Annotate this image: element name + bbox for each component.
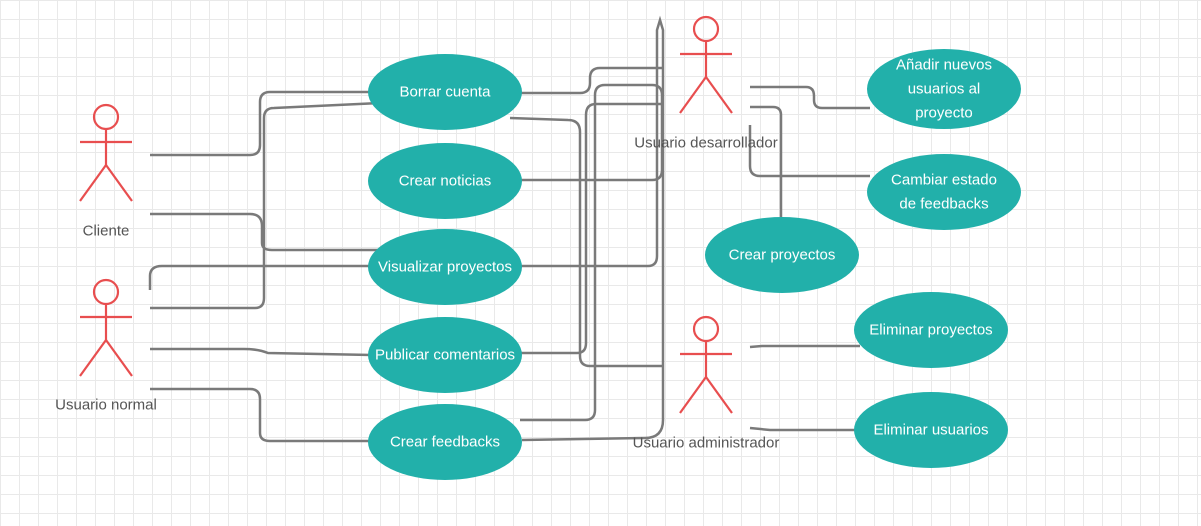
connector-line: [150, 90, 375, 157]
use-case-ellipse: [368, 54, 522, 130]
use-case-label: Crear proyectos: [729, 247, 836, 264]
connector-line: [520, 83, 664, 422]
use-case-ellipse: [705, 217, 859, 293]
connector-line: [520, 66, 664, 95]
connector-line: [150, 101, 381, 310]
stick-figure-icon: [79, 278, 133, 377]
use-case-label: Visualizar proyectos: [378, 259, 512, 276]
connector-line: [509, 116, 664, 368]
actor-label: Usuario administrador: [633, 435, 780, 452]
stick-figure-icon: [679, 15, 733, 114]
actor-label: Usuario desarrollador: [634, 135, 777, 152]
use-case-visualizar-proyectos[interactable]: Visualizar proyectos: [368, 229, 522, 305]
use-case-label: Añadir nuevos: [896, 57, 992, 74]
use-case-label: Publicar comentarios: [375, 347, 515, 364]
use-case-label: Cambiar estado: [891, 172, 997, 189]
actor-label: Cliente: [83, 223, 130, 240]
use-case-crear-feedbacks[interactable]: Crear feedbacks: [368, 404, 522, 480]
connector-line: [150, 347, 373, 357]
use-case-ellipse: [368, 404, 522, 480]
connector-line: [148, 264, 370, 290]
connector-line: [150, 387, 370, 443]
stick-figure-icon: [79, 103, 133, 202]
use-case-label: Eliminar proyectos: [869, 322, 992, 339]
connector-line: [750, 105, 783, 217]
connector-line: [750, 85, 870, 110]
actor-usuario-administrador[interactable]: Usuario administrador: [633, 315, 780, 452]
use-case-eliminar-usuarios[interactable]: Eliminar usuarios: [854, 392, 1008, 468]
use-case-ellipse: [854, 392, 1008, 468]
use-case-ellipse: [368, 229, 522, 305]
use-case-cambiar-estado[interactable]: Cambiar estado de feedbacks: [867, 154, 1021, 230]
connector-line: [749, 344, 860, 349]
actor-usuario-normal[interactable]: Usuario normal: [55, 278, 157, 414]
use-case-eliminar-proyectos[interactable]: Eliminar proyectos: [854, 292, 1008, 368]
use-case-ellipse: [867, 154, 1021, 230]
use-case-ellipse: [854, 292, 1008, 368]
use-case-label: proyecto: [915, 105, 973, 122]
use-case-label: Eliminar usuarios: [873, 422, 988, 439]
actor-usuario-desarrollador[interactable]: Usuario desarrollador: [634, 15, 778, 152]
connector-line: [749, 426, 857, 432]
connectors: [148, 15, 870, 443]
use-case-ellipse: [368, 143, 522, 219]
use-case-label: usuarios al: [908, 81, 981, 98]
use-case-anadir-usuarios[interactable]: Añadir nuevos usuarios al proyecto: [867, 49, 1021, 129]
use-case-crear-proyectos[interactable]: Crear proyectos: [705, 217, 859, 293]
stick-figure-icon: [679, 315, 733, 414]
use-case-label: Crear noticias: [399, 173, 492, 190]
use-case-label: de feedbacks: [899, 196, 988, 213]
connector-line: [520, 15, 665, 442]
use-case-crear-noticias[interactable]: Crear noticias: [368, 143, 522, 219]
use-case-ellipse: [867, 49, 1021, 129]
connector-line: [150, 212, 378, 252]
use-case-label: Crear feedbacks: [390, 434, 500, 451]
use-case-borrar-cuenta[interactable]: Borrar cuenta: [368, 54, 522, 130]
use-case-publicar-comentarios[interactable]: Publicar comentarios: [368, 317, 522, 393]
use-case-ellipse: [368, 317, 522, 393]
actor-label: Usuario normal: [55, 397, 157, 414]
use-case-label: Borrar cuenta: [400, 84, 492, 101]
connector-line: [748, 125, 870, 178]
actor-cliente[interactable]: Cliente: [79, 103, 133, 240]
